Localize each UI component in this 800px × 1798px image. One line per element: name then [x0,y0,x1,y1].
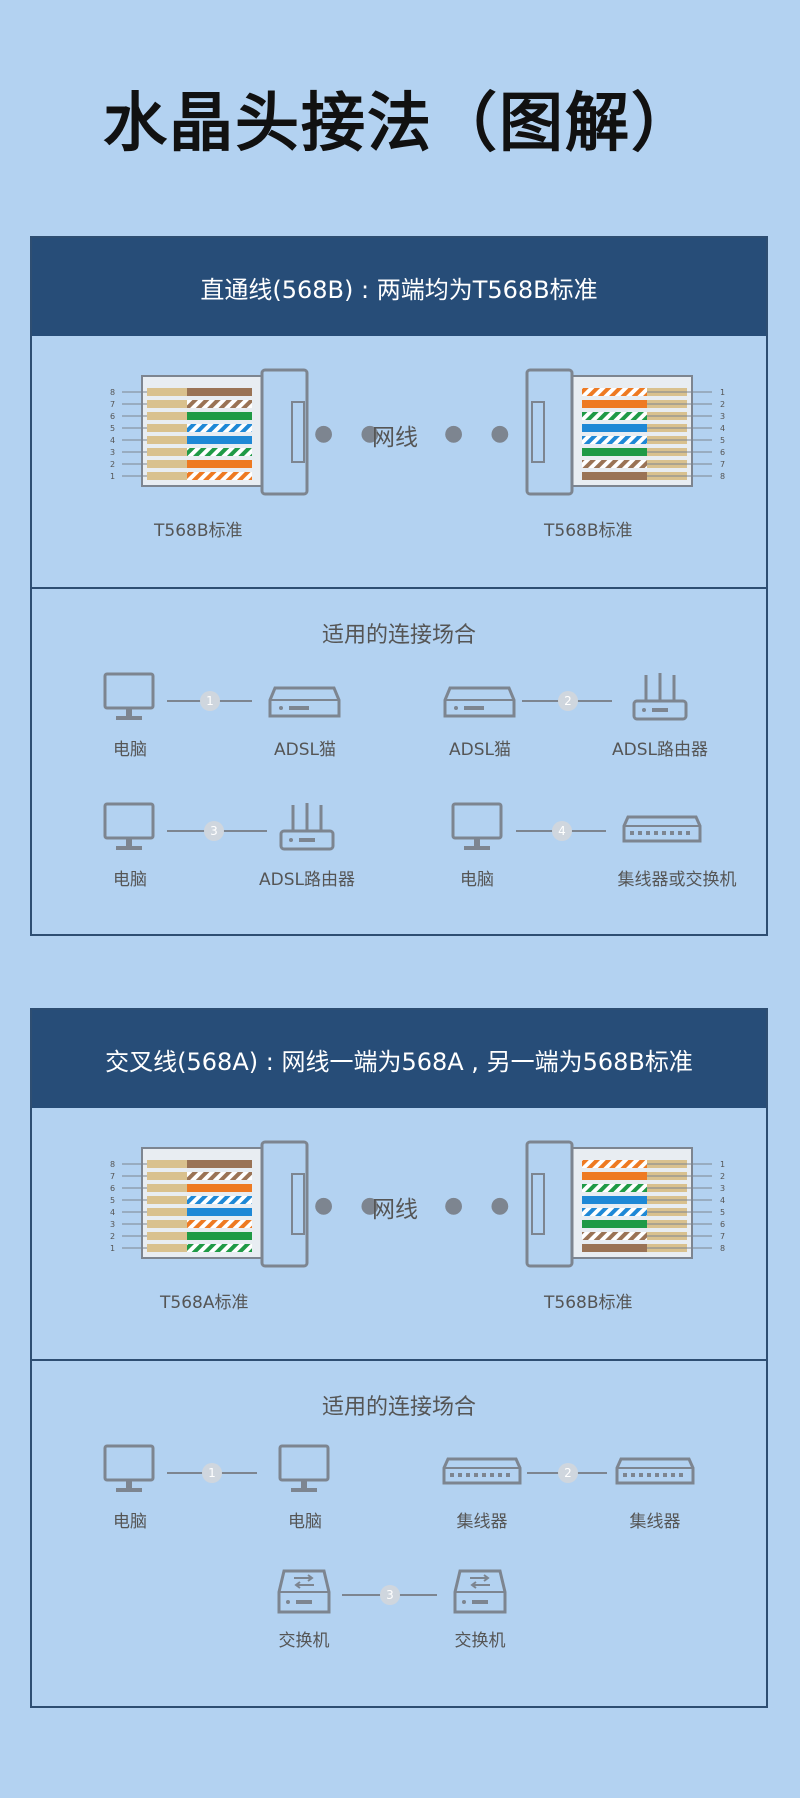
scenario-title: 适用的连接场合 [321,1395,476,1420]
pair3-badge: 3 [204,821,224,841]
pair1-a-label: 电脑 [113,1512,147,1532]
crossover-connection: 8 7 6 5 4 3 2 1 ● ● 网线 ● ● 1 2 3 4 5 6 7 8 T568A标准 T56… [32,1108,766,1361]
pin-number: 2 [110,1232,115,1241]
pin-number: 3 [720,1184,725,1193]
cable-label: 网线 [372,425,418,451]
pair1-badge: 1 [202,1463,222,1483]
pair3-badge: 3 [380,1585,400,1605]
right-standard-label: T568B标准 [544,521,633,541]
pin-number: 6 [720,448,725,457]
dots-right: ● ● [444,1193,520,1218]
pin-number: 7 [720,1232,725,1241]
pair3-a-label: 电脑 [113,870,147,890]
switch-icon [277,1569,331,1614]
pair2-b-label: 集线器 [629,1512,681,1532]
pin-number: 2 [720,400,725,409]
pair3-b-label: ADSL路由器 [259,870,355,890]
pin-number: 5 [720,436,725,445]
crossover-panel: 交叉线(568A) : 网线一端为568A , 另一端为568B标准 8 7 6 5 4… [30,1008,768,1708]
pin-number: 2 [110,460,115,469]
pin-number: 6 [720,1220,725,1229]
pair2-badge: 2 [558,691,578,711]
scenario-title: 适用的连接场合 [321,623,476,648]
pin-number: 7 [110,400,115,409]
pc-icon [278,1444,330,1492]
pc-icon [103,802,155,850]
straight-header: 直通线(568B) : 两端均为T568B标准 [32,238,766,336]
crossover-scenarios: 适用的连接场合 电脑 1 电脑 集线器 2 集线器 交换机 3 交换机 [32,1361,766,1706]
modem-icon [268,686,341,718]
router-icon [632,673,688,721]
router-icon [279,803,335,851]
switch-icon [622,815,702,843]
pin-number: 4 [720,1196,725,1205]
pair4-b-label: 集线器或交换机 [617,870,737,890]
dots-left: ● ● [314,421,390,446]
pair2-b-label: ADSL路由器 [612,740,708,760]
dots-right: ● ● [444,421,520,446]
pin-number: 6 [110,1184,115,1193]
pin-number: 2 [720,1172,725,1181]
straight-panel: 直通线(568B) : 两端均为T568B标准 8 7 6 5 4 3 2 1 ● ● 网线 … [30,236,768,936]
pin-number: 7 [110,1172,115,1181]
rj45-right-connector: 1 2 3 4 5 6 7 8 [525,368,725,496]
pin-number: 8 [110,388,115,397]
pair2-a-label: ADSL猫 [449,740,511,760]
pc-icon [103,672,155,720]
straight-scenarios: 适用的连接场合 电脑 1 ADSL猫 ADSL猫 2 ADSL路由器 电脑 3 … [32,589,766,934]
left-standard-label: T568B标准 [154,521,243,541]
pair3-b-label: 交换机 [454,1631,506,1651]
pair3-a-label: 交换机 [278,1631,330,1651]
pair1-a-label: 电脑 [113,740,147,760]
pin-number: 4 [110,1208,115,1217]
pin-number: 1 [720,1160,725,1169]
hub-icon [442,1457,522,1485]
pair2-badge: 2 [558,1463,578,1483]
modem-icon [443,686,516,718]
pair1-badge: 1 [200,691,220,711]
rj45-left-connector: 8 7 6 5 4 3 2 1 [110,1140,309,1268]
pair4-a-label: 电脑 [460,870,494,890]
crossover-header: 交叉线(568A) : 网线一端为568A , 另一端为568B标准 [32,1010,766,1108]
pin-number: 8 [720,1244,725,1253]
rj45-left-connector: 8 7 6 5 4 3 2 1 [110,368,309,496]
right-standard-label: T568B标准 [544,1293,633,1313]
pin-number: 7 [720,460,725,469]
pin-number: 1 [110,1244,115,1253]
pin-number: 4 [720,424,725,433]
pin-number: 1 [110,472,115,481]
pc-icon [103,1444,155,1492]
pin-number: 8 [720,472,725,481]
pc-icon [451,802,503,850]
pin-number: 4 [110,436,115,445]
dots-left: ● ● [314,1193,390,1218]
pin-number: 3 [110,448,115,457]
pin-number: 5 [720,1208,725,1217]
pin-number: 5 [110,1196,115,1205]
pair1-b-label: 电脑 [288,1512,322,1532]
pin-number: 8 [110,1160,115,1169]
pair1-b-label: ADSL猫 [274,740,336,760]
cable-label: 网线 [372,1197,418,1223]
pair2-a-label: 集线器 [456,1512,508,1532]
left-standard-label: T568A标准 [160,1293,249,1313]
hub-icon [615,1457,695,1485]
switch-icon [453,1569,507,1614]
straight-connection: 8 7 6 5 4 3 2 1 ● ● 网线 ● ● 1 2 3 4 5 6 7 8 T568B标准 T56… [32,336,766,589]
rj45-right-connector: 1 2 3 4 5 6 7 8 [525,1140,725,1268]
pin-number: 3 [110,1220,115,1229]
page-title: 水晶头接法（图解） [103,87,697,161]
pair4-badge: 4 [552,821,572,841]
pin-number: 5 [110,424,115,433]
pin-number: 6 [110,412,115,421]
pin-number: 1 [720,388,725,397]
pin-number: 3 [720,412,725,421]
